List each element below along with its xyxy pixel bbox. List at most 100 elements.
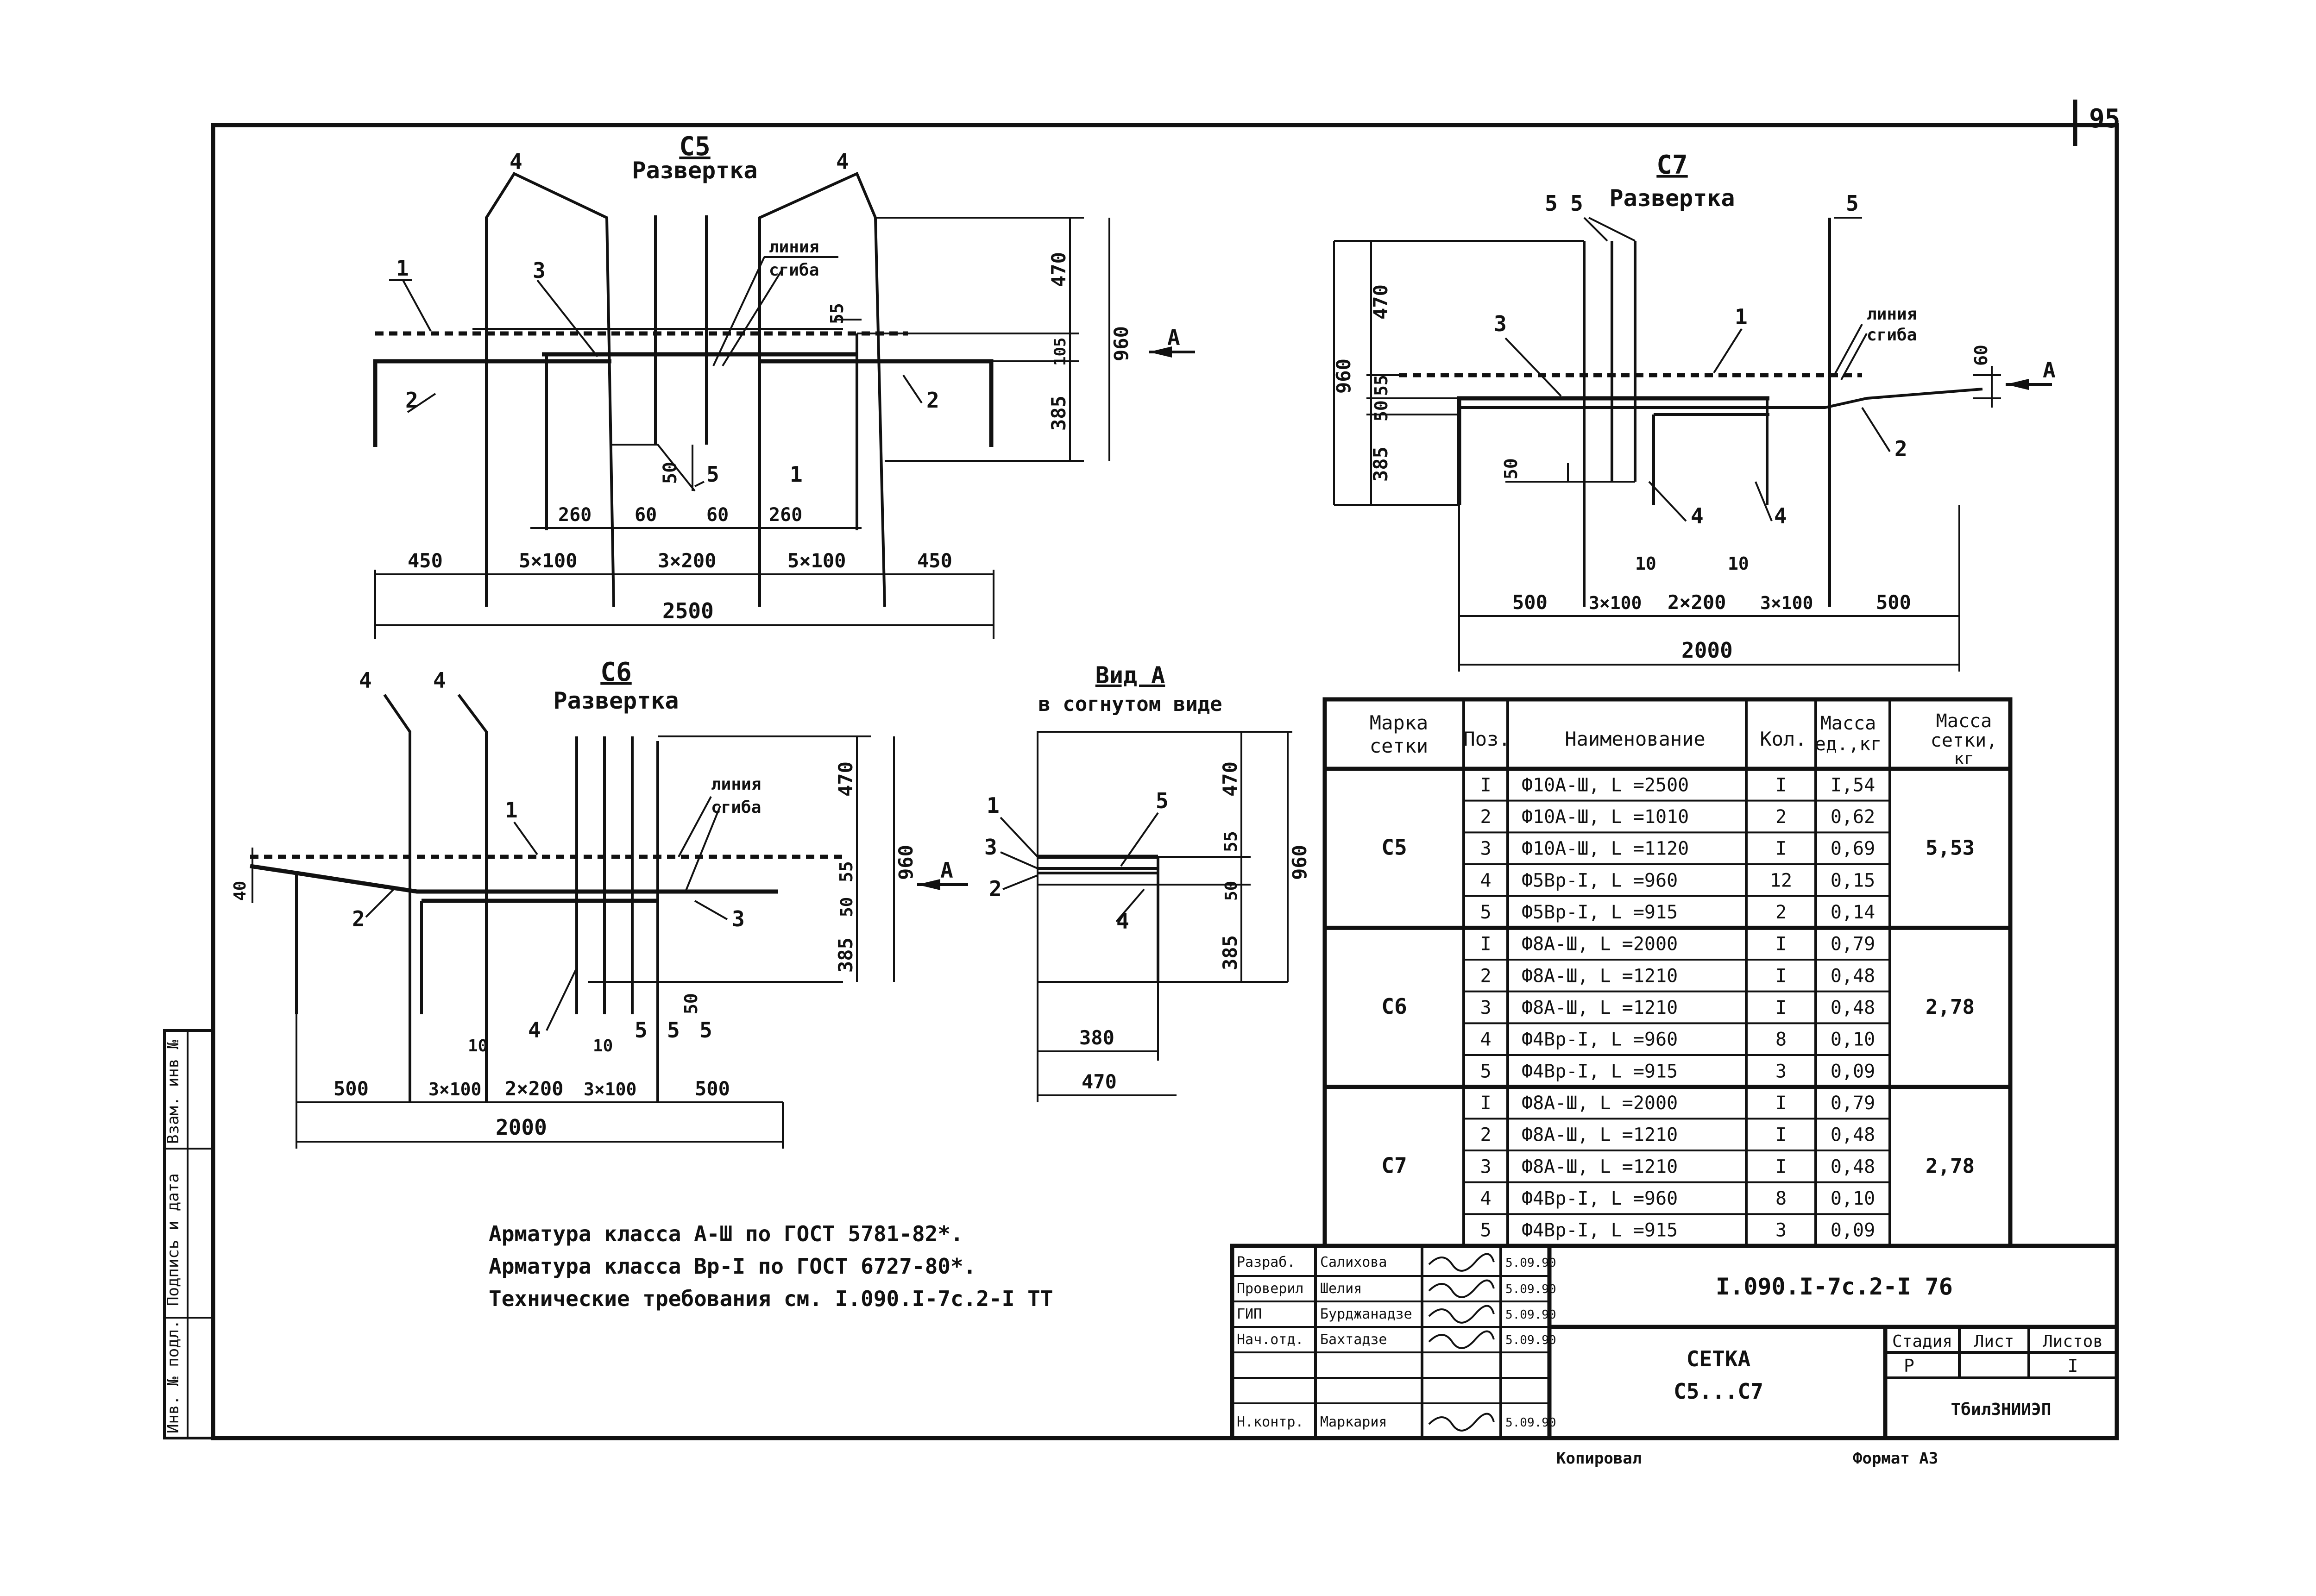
table-cell-name: Ф8А-Ш, L =2000 bbox=[1522, 1093, 1678, 1114]
c5-dim-50: 50 bbox=[660, 462, 681, 484]
table-cell-qty: 2 bbox=[1775, 902, 1787, 923]
sheet-frame: 95 bbox=[211, 100, 2120, 1440]
c7-drawing: С7 Развертка 5 5 5 3 1 2 4 4 линия сгиба bbox=[1332, 150, 2056, 672]
drawing-code: I.090.I-7с.2-I 76 bbox=[1716, 1273, 1953, 1300]
staff-name: Бурджанадзе bbox=[1320, 1306, 1412, 1322]
table-header-unit-mass-2: ед.,кг bbox=[1815, 734, 1882, 755]
table-cell-qty: I bbox=[1775, 997, 1787, 1018]
view-a-dim-55: 55 bbox=[1221, 831, 1241, 852]
c7-dim-500-b: 500 bbox=[1876, 591, 1911, 614]
c7-dim-3x100-a: 3×100 bbox=[1589, 593, 1642, 613]
c6-dim-10-a: 10 bbox=[468, 1037, 488, 1056]
c6-dim-2x200: 2×200 bbox=[505, 1077, 563, 1100]
c5-dim-260-b: 260 bbox=[769, 504, 802, 526]
c5-dim-60-b: 60 bbox=[706, 504, 729, 526]
c6-fold-2: сгиба bbox=[711, 798, 761, 817]
c7-pos-2: 2 bbox=[1894, 436, 1907, 461]
c6-pos-5-b: 5 bbox=[667, 1018, 680, 1043]
view-a-dim-385: 385 bbox=[1219, 935, 1241, 970]
c6-bar-2 bbox=[250, 864, 778, 894]
view-a-pos-2: 2 bbox=[989, 876, 1002, 901]
staff-signature bbox=[1428, 1305, 1495, 1324]
sheets-value: I bbox=[2068, 1356, 2078, 1376]
sheet-label: Лист bbox=[1974, 1332, 2014, 1351]
c6-pos-3: 3 bbox=[732, 906, 745, 931]
table-cell-name: Ф8А-Ш, L =1210 bbox=[1522, 965, 1678, 987]
staff-name: Шелия bbox=[1320, 1281, 1362, 1297]
table-cell-qty: 8 bbox=[1775, 1029, 1787, 1050]
footer-copied: Копировал bbox=[1556, 1449, 1642, 1468]
staff-signature bbox=[1428, 1413, 1495, 1432]
table-cell-mass: 0,09 bbox=[1831, 1061, 1875, 1082]
c7-pos-4-a: 4 bbox=[1691, 503, 1704, 528]
table-cell-mass: 0,62 bbox=[1831, 806, 1875, 828]
stage-value: Р bbox=[1904, 1356, 1914, 1376]
view-a-dim-50: 50 bbox=[1222, 881, 1241, 901]
table-cell-name: Ф10А-Ш, L =1010 bbox=[1522, 806, 1689, 828]
staff-role: Проверил bbox=[1237, 1281, 1304, 1297]
organization: ТбилЗНИИЭП bbox=[1951, 1400, 2052, 1419]
c7-dim-10-b: 10 bbox=[1728, 553, 1749, 574]
c5-dim-960: 960 bbox=[1110, 326, 1133, 361]
table-cell-pos: I bbox=[1480, 1093, 1491, 1114]
table-header-qty: Кол. bbox=[1760, 728, 1806, 750]
c6-dim-3x100-b: 3×100 bbox=[584, 1079, 636, 1100]
staff-role: ГИП bbox=[1237, 1306, 1262, 1322]
c5-bar-2-right bbox=[760, 359, 994, 447]
c7-fold-1: линия bbox=[1867, 305, 1917, 324]
c6-dim-500-b: 500 bbox=[695, 1077, 730, 1100]
table-cell-qty: I bbox=[1775, 838, 1787, 860]
table-cell-name: Ф8А-Ш, L =1210 bbox=[1522, 1156, 1678, 1177]
table-total-mass-cell: 2,78 bbox=[1926, 1154, 1975, 1178]
c5-drawing: С5 Развертка линия сгиба 1 3 2 2 bbox=[373, 132, 1195, 639]
note-2: Арматура класса Вр-I по ГОСТ 6727-80*. bbox=[489, 1254, 976, 1279]
table-cell-name: Ф4Вр-I, L =915 bbox=[1522, 1220, 1678, 1241]
c6-bar-4-a bbox=[383, 694, 411, 1102]
c6-dim-3x100-a: 3×100 bbox=[428, 1079, 481, 1100]
table-cell-name: Ф8А-Ш, L =2000 bbox=[1522, 934, 1678, 955]
staff-name: Маркария bbox=[1320, 1414, 1387, 1430]
c6-dim-10-b: 10 bbox=[593, 1037, 613, 1056]
c5-pos-2-b: 2 bbox=[926, 388, 939, 413]
staff-date: 5.09.90 bbox=[1505, 1282, 1556, 1296]
c6-title: С6 bbox=[600, 657, 631, 687]
footer-format: Формат А3 bbox=[1853, 1449, 1938, 1468]
c6-bar-4-b bbox=[457, 694, 488, 1102]
c5-dim-55: 55 bbox=[827, 303, 847, 324]
c7-pos-5-c: 5 bbox=[1846, 191, 1859, 216]
table-cell-qty: 12 bbox=[1770, 870, 1792, 891]
table-mark-cell: С7 bbox=[1381, 1153, 1407, 1178]
c5-pos-4-a: 4 bbox=[510, 149, 522, 174]
table-cell-mass: 0,15 bbox=[1831, 870, 1875, 891]
page-number: 95 bbox=[2089, 104, 2120, 134]
table-cell-pos: I bbox=[1480, 774, 1491, 796]
table-cell-pos: 4 bbox=[1480, 1029, 1491, 1050]
table-mark-cell: С6 bbox=[1381, 994, 1407, 1019]
c6-dim-470: 470 bbox=[834, 761, 857, 797]
c7-dim-60: 60 bbox=[1971, 345, 1991, 366]
table-mark-cell: С5 bbox=[1381, 835, 1407, 860]
c5-dim-60-a: 60 bbox=[635, 504, 657, 526]
table-cell-qty: I bbox=[1775, 965, 1787, 987]
c5-pos-4-b: 4 bbox=[836, 149, 849, 174]
table-cell-name: Ф10А-Ш, L =1120 bbox=[1522, 838, 1689, 860]
side-stamp-signature: Подпись и дата bbox=[164, 1173, 183, 1306]
sheets-label: Листов bbox=[2043, 1332, 2103, 1351]
table-cell-name: Ф4Вр-I, L =960 bbox=[1522, 1029, 1678, 1050]
c7-pos-3: 3 bbox=[1494, 311, 1507, 336]
table-cell-mass: 0,48 bbox=[1831, 965, 1875, 987]
c5-title: С5 bbox=[679, 132, 710, 162]
staff-name: Бахтадзе bbox=[1320, 1332, 1387, 1348]
c6-dim-500-a: 500 bbox=[334, 1077, 369, 1100]
table-cell-qty: I bbox=[1775, 934, 1787, 955]
view-a-dim-470-v: 470 bbox=[1219, 761, 1241, 797]
c5-dim-260-a: 260 bbox=[558, 504, 592, 526]
c6-pos-4-c: 4 bbox=[528, 1018, 541, 1043]
c7-dim-960: 960 bbox=[1332, 358, 1355, 394]
c5-pos-2-a: 2 bbox=[405, 388, 418, 413]
table-cell-pos: 2 bbox=[1480, 965, 1491, 987]
c7-bar-2 bbox=[1459, 388, 1983, 409]
c5-view-a-marker: A bbox=[1167, 325, 1180, 350]
